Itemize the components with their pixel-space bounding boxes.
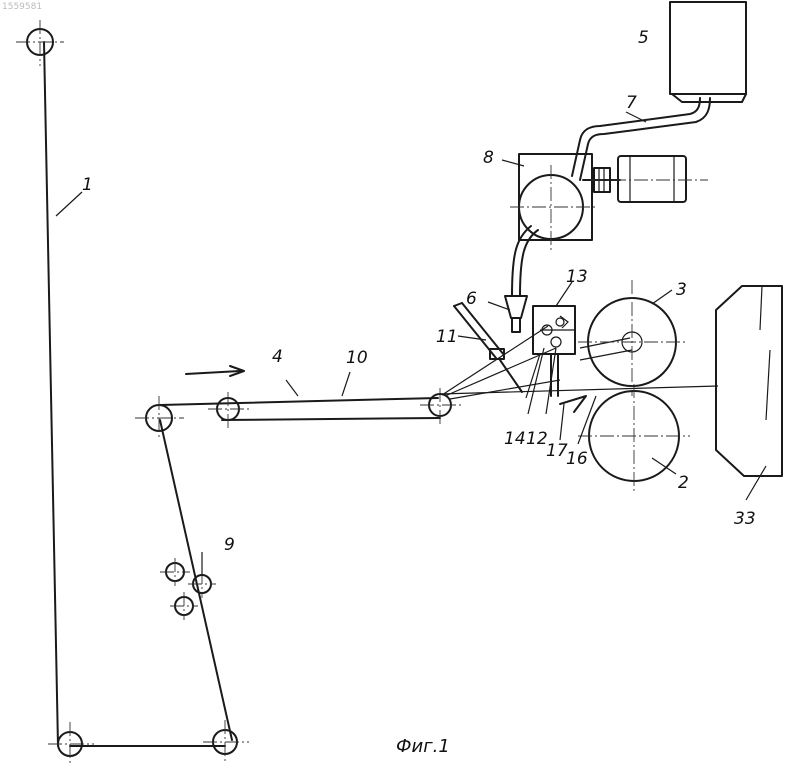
stand-33 <box>716 286 782 476</box>
head-block-13 <box>526 306 586 412</box>
label-2: 2 <box>678 473 689 493</box>
label-4: 4 <box>272 347 283 367</box>
label-12: 12 <box>526 429 548 449</box>
pipe-pump-to-nozzle <box>512 226 538 296</box>
pulley-drive <box>135 396 184 440</box>
pulley-top-left <box>16 20 64 66</box>
label-3: 3 <box>676 280 687 300</box>
pulley-bottom-left <box>48 722 94 766</box>
label-13: 13 <box>566 267 588 287</box>
label-11: 11 <box>436 327 458 347</box>
label-1: 1 <box>82 175 93 195</box>
label-10: 10 <box>346 348 368 368</box>
pulley-bottom-right <box>203 720 249 764</box>
tension-rollers-9 <box>160 558 216 620</box>
label-7: 7 <box>626 93 637 113</box>
document-number: 1559581 <box>2 2 42 12</box>
tank-5 <box>670 2 746 102</box>
label-8: 8 <box>483 148 494 168</box>
guide-11 <box>454 303 522 392</box>
label-5: 5 <box>638 28 649 48</box>
figure-caption: Фиг.1 <box>396 736 450 757</box>
label-33: 33 <box>734 509 756 529</box>
direction-arrow <box>186 366 244 376</box>
motor <box>583 156 708 202</box>
pulley-conveyor-4-left <box>208 392 250 428</box>
label-17: 17 <box>546 441 568 461</box>
label-14: 14 <box>504 429 526 449</box>
label-9: 9 <box>224 535 235 555</box>
label-16: 16 <box>566 449 588 469</box>
label-6: 6 <box>466 289 477 309</box>
belt-conveyor-1 <box>44 42 440 746</box>
roll-3 <box>578 280 686 396</box>
nozzle-6 <box>505 296 527 332</box>
leader-lines <box>56 112 766 576</box>
